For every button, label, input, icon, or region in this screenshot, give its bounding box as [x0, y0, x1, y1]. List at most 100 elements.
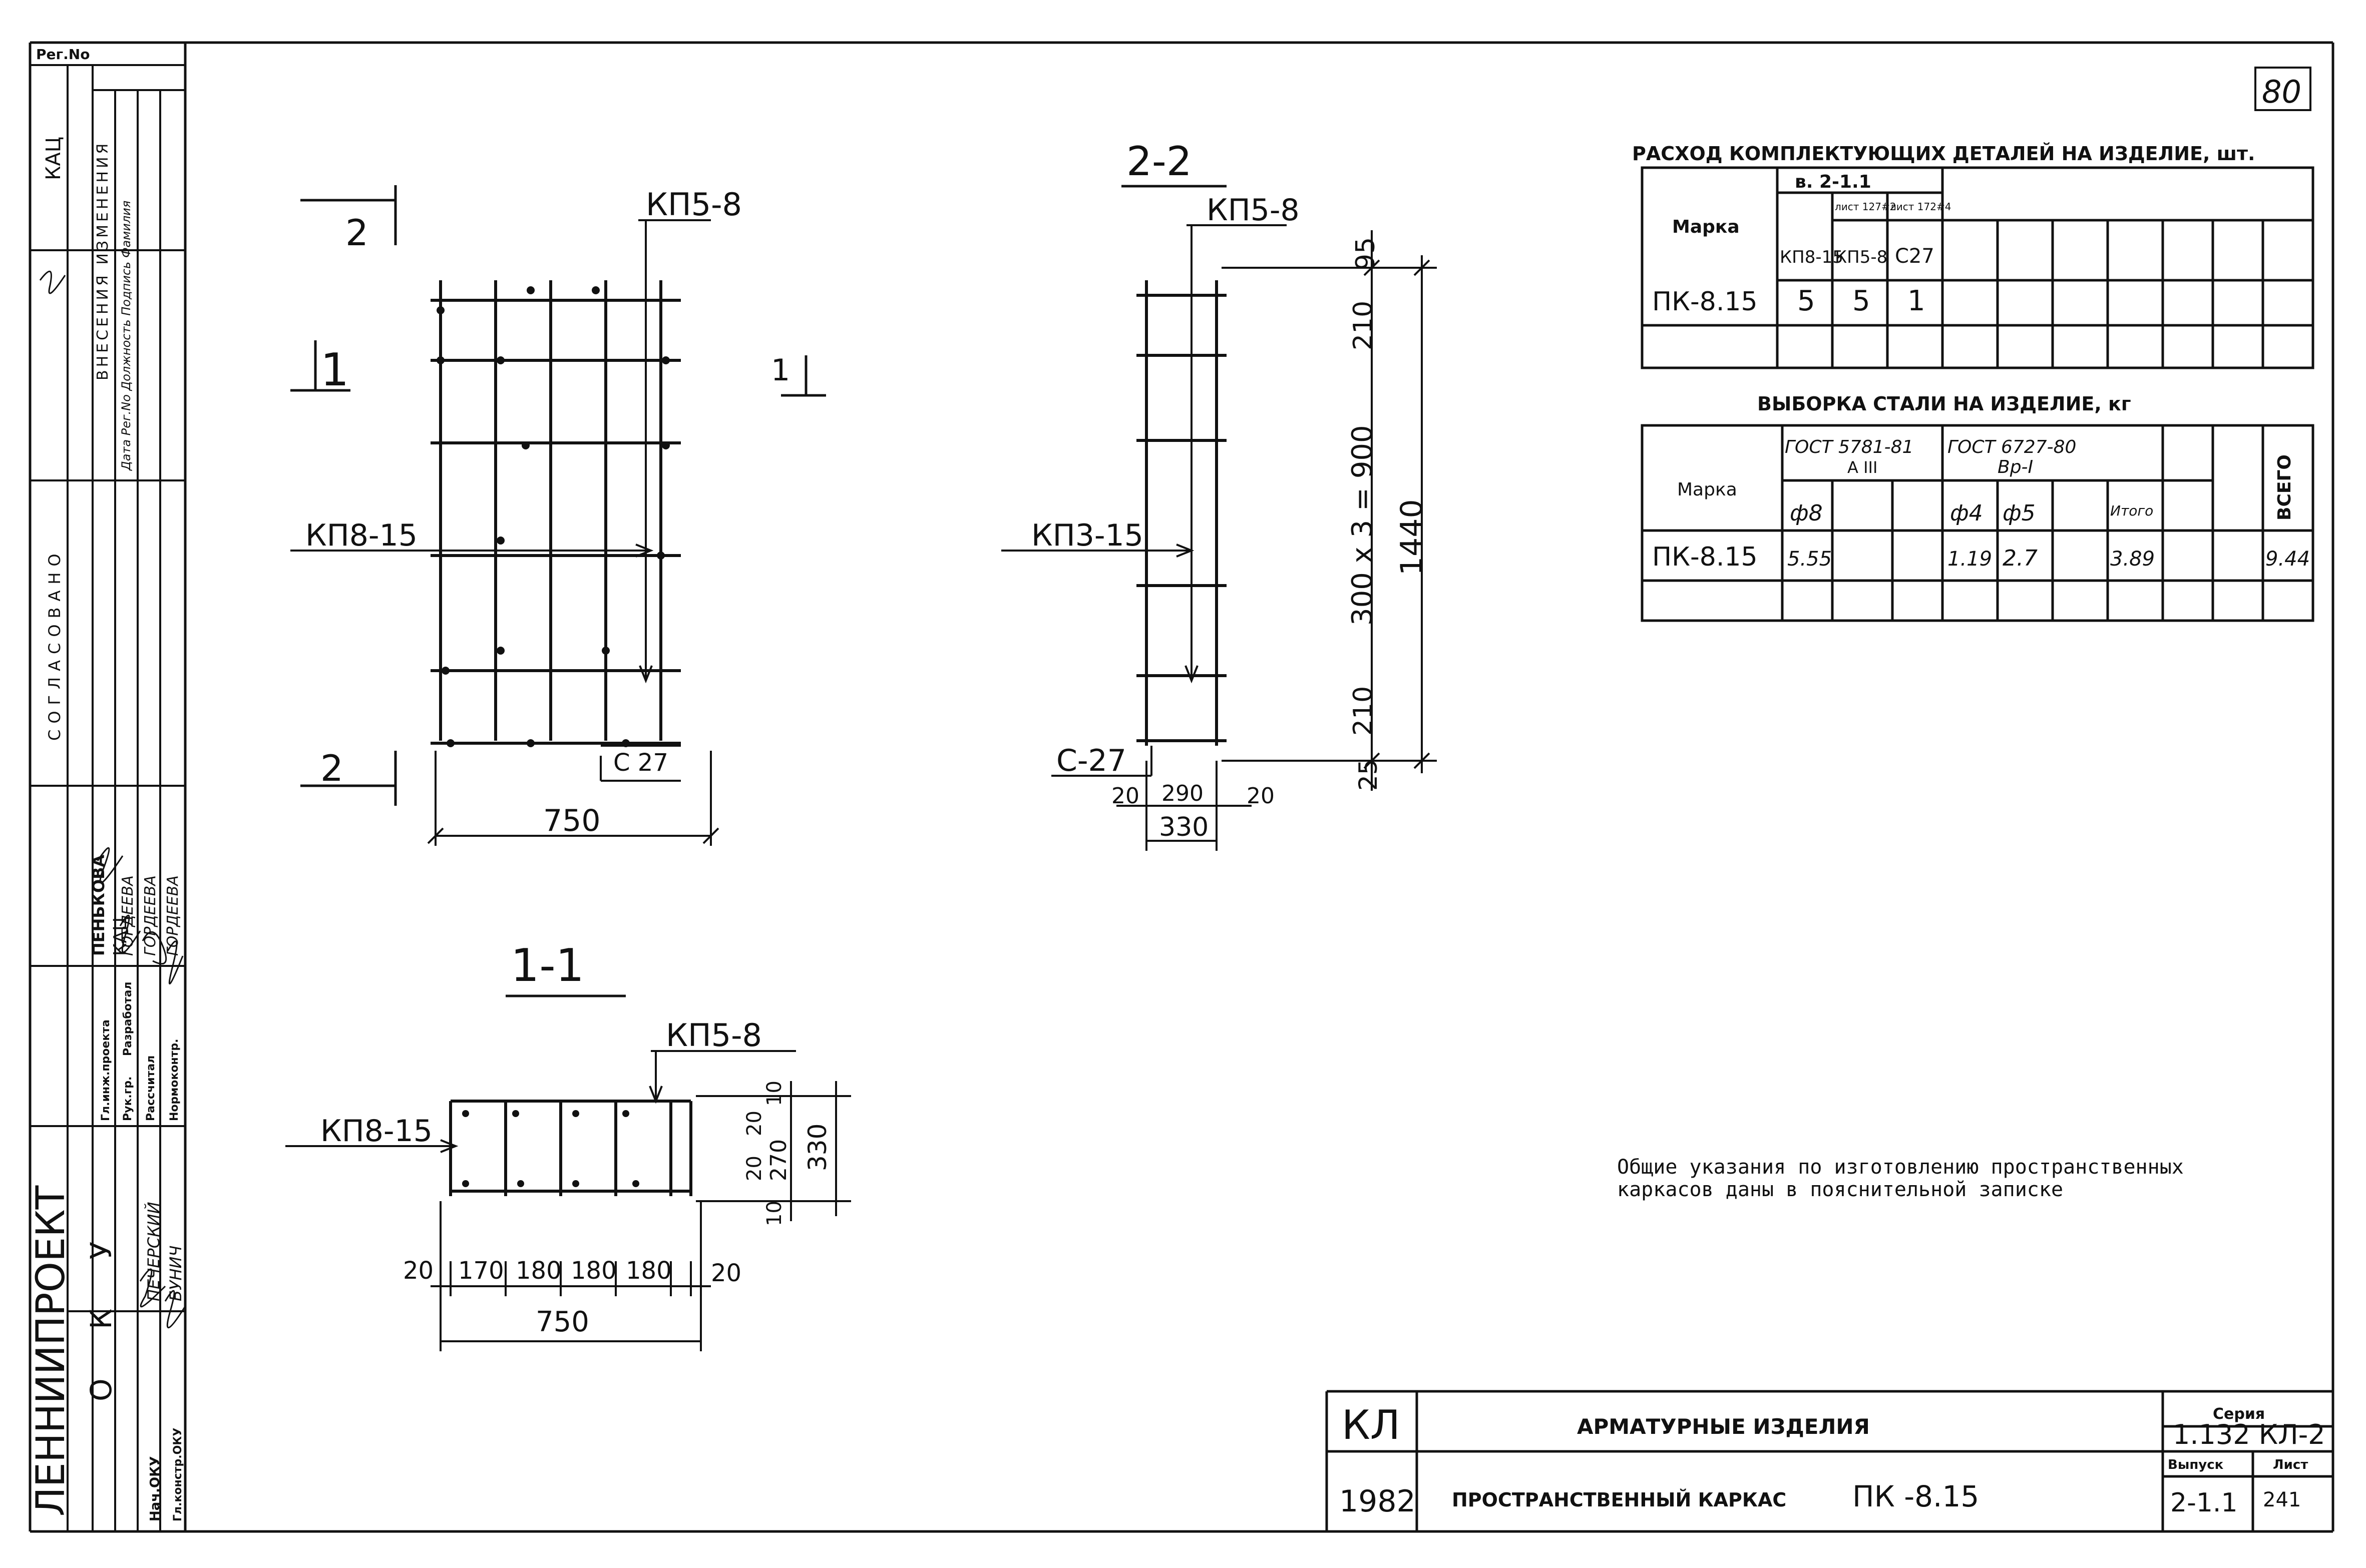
dim-210-top: 210	[1348, 301, 1378, 350]
parts-col-c27: С27	[1895, 245, 1934, 268]
steel-col-itogo: Итого	[2110, 502, 2153, 519]
series-label: Серия	[2213, 1405, 2265, 1423]
section-2-2-title: 2-2	[1126, 138, 1192, 185]
parts-row-c27: 1	[1907, 285, 1925, 317]
section-1-1-dots	[462, 1110, 639, 1187]
soglasovano-label: СОГЛАСОВАНО	[45, 548, 64, 741]
steel-row-f5: 2.7	[2003, 546, 2038, 571]
table-steel: ВЫБОРКА СТАЛИ НА ИЗДЕЛИЕ, кг Марка ГОСТ …	[1641, 393, 2314, 622]
label-c27-section22: С-27	[1056, 743, 1126, 778]
name-penkova: ПЕНЬКОВА	[89, 854, 108, 956]
parts-group-header: в. 2-1.1	[1795, 172, 1871, 192]
parts-col-kp5-8: КП5-8	[1835, 247, 1887, 267]
steel-col-f8: ф8	[1790, 500, 1823, 526]
steel-col-f4: ф4	[1950, 500, 1983, 526]
dim-180-c: 180	[626, 1257, 672, 1285]
section-2-2-cage	[1136, 280, 1227, 746]
dim-20-left-s22: 20	[1111, 783, 1139, 809]
role-head-oku: Нач.ОКУ	[148, 1456, 163, 1521]
steel-gost1: ГОСТ 5781-81	[1785, 437, 1913, 457]
dim-1440: 1440	[1394, 499, 1429, 576]
section-1-1-horizontal-dims	[431, 1201, 711, 1351]
steel-row-mark: ПК-8.15	[1652, 542, 1758, 572]
dim-750-elevation: 750	[543, 803, 601, 838]
label-kp8-15-elevation: КП8-15	[305, 518, 418, 553]
elevation-dim-750	[427, 751, 719, 846]
dim-20-top-v: 20	[743, 1111, 766, 1136]
section-2-2-horizontal-dims	[1116, 761, 1252, 851]
parts-row-kp5-8: 5	[1852, 285, 1870, 317]
role-chief-constructor-oku: Гл.констр.ОКУ	[172, 1428, 184, 1521]
parts-sub-header-1: лист 127#2	[1835, 201, 1896, 213]
sheet-frame	[29, 41, 2334, 1533]
label-kp8-15-section11: КП8-15	[320, 1114, 433, 1149]
parts-row-kp8-15: 5	[1797, 285, 1815, 317]
dim-330-s22: 330	[1159, 812, 1209, 842]
elevation-cage	[431, 280, 681, 745]
left-stamp	[30, 64, 185, 1531]
series-value: 1.132 КЛ-2	[2173, 1419, 2325, 1450]
section-1-1-arrows	[285, 1050, 796, 1153]
dept-name: О К У	[84, 1222, 118, 1401]
steel-row-itogo: 3.89	[2110, 548, 2155, 571]
left-stamp-text: Рег.No КАЦ ВНЕСЕНИЯ ИЗМЕНЕНИЯ Дата Рег.N…	[29, 46, 185, 1521]
title-product: ПК -8.15	[1852, 1479, 1979, 1513]
dim-300x3-900: 300 x 3 = 900	[1346, 425, 1379, 626]
parts-row-mark: ПК-8.15	[1652, 287, 1758, 317]
general-note: Общие указания по изготовлению пространс…	[1617, 1156, 2184, 1201]
title-line-1: АРМАТУРНЫЕ ИЗДЕЛИЯ	[1577, 1414, 1870, 1439]
list-label: Лист	[2273, 1457, 2308, 1472]
label-kp5-8-section22: КП5-8	[1207, 193, 1300, 228]
dim-25: 25	[1354, 759, 1383, 791]
stamp-signatures	[39, 270, 186, 1328]
dim-95: 95	[1351, 237, 1381, 270]
table-steel-title: ВЫБОРКА СТАЛИ НА ИЗДЕЛИЕ, кг	[1757, 393, 2131, 415]
title-year: 1982	[1339, 1484, 1416, 1519]
steel-row-f8: 5.55	[1787, 548, 1832, 571]
role-chief-engineer: Гл.инж.проекта	[100, 1019, 112, 1121]
dim-180-a: 180	[516, 1257, 562, 1285]
note-line-1: Общие указания по изготовлению пространс…	[1617, 1156, 2184, 1179]
dim-170: 170	[458, 1257, 504, 1285]
dim-210-bottom: 210	[1348, 686, 1378, 736]
title-code: КЛ	[1342, 1402, 1400, 1448]
role-calculated: Рассчитал	[145, 1056, 157, 1121]
dim-20-right-s22: 20	[1247, 783, 1275, 809]
steel-col-marka: Марка	[1677, 479, 1737, 500]
section-mark-2-top: 2	[345, 212, 368, 254]
dim-750-s11: 750	[536, 1306, 589, 1338]
name-bunich: БУНИЧ	[166, 1246, 185, 1301]
name-gordeeva-2: ГОРДЕЕВА	[142, 875, 159, 956]
dim-10-top: 10	[763, 1081, 786, 1106]
sheet-number-box: 80	[2254, 67, 2311, 111]
vypusk-value: 2-1.1	[2170, 1488, 2238, 1518]
dim-10-bottom: 10	[763, 1201, 786, 1226]
dim-20-right-s11: 20	[711, 1259, 741, 1287]
role-group-head: Рук.гр.	[122, 1077, 134, 1121]
section-1-1: 1-1 КП5-8 КП8-15	[285, 939, 851, 1351]
steel-col-f5: ф5	[2003, 500, 2036, 526]
section-mark-2-bottom: 2	[320, 747, 343, 789]
steel-col-vsego: ВСЕГО	[2274, 454, 2295, 520]
section-mark-1-right: 1	[771, 353, 790, 388]
changes-header: ВНЕСЕНИЯ ИЗМЕНЕНИЯ	[94, 141, 112, 380]
label-kp5-8-section11: КП5-8	[666, 1017, 762, 1054]
stamp-kac-top: КАЦ	[42, 137, 65, 180]
steel-row-vsego: 9.44	[2265, 548, 2310, 571]
list-value: 241	[2263, 1488, 2301, 1511]
steel-gost2: ГОСТ 6727-80	[1947, 437, 2076, 457]
note-line-2: каркасов даны в пояснительной записке	[1617, 1178, 2063, 1201]
label-kp3-15-section22: КП3-15	[1031, 518, 1143, 553]
parts-col-kp8-15: КП8-15	[1780, 247, 1843, 267]
dim-330-s11: 330	[803, 1124, 832, 1171]
table-parts: РАСХОД КОМПЛЕКТУЮЩИХ ДЕТАЛЕЙ НА ИЗДЕЛИЕ,…	[1632, 143, 2314, 369]
sheet-number: 80	[2262, 74, 2301, 110]
steel-row-f4: 1.19	[1947, 548, 1992, 571]
label-kp5-8-elevation: КП5-8	[646, 186, 742, 223]
section-1-1-title: 1-1	[511, 939, 584, 992]
name-pechersky: ПЕЧЕРСКИЙ	[144, 1202, 163, 1301]
role-normcontrol: Нормоконтр.	[168, 1039, 181, 1121]
dim-20-mid-v: 20	[743, 1156, 766, 1181]
title-line-2: ПРОСТРАНСТВЕННЫЙ КАРКАС	[1452, 1489, 1786, 1511]
